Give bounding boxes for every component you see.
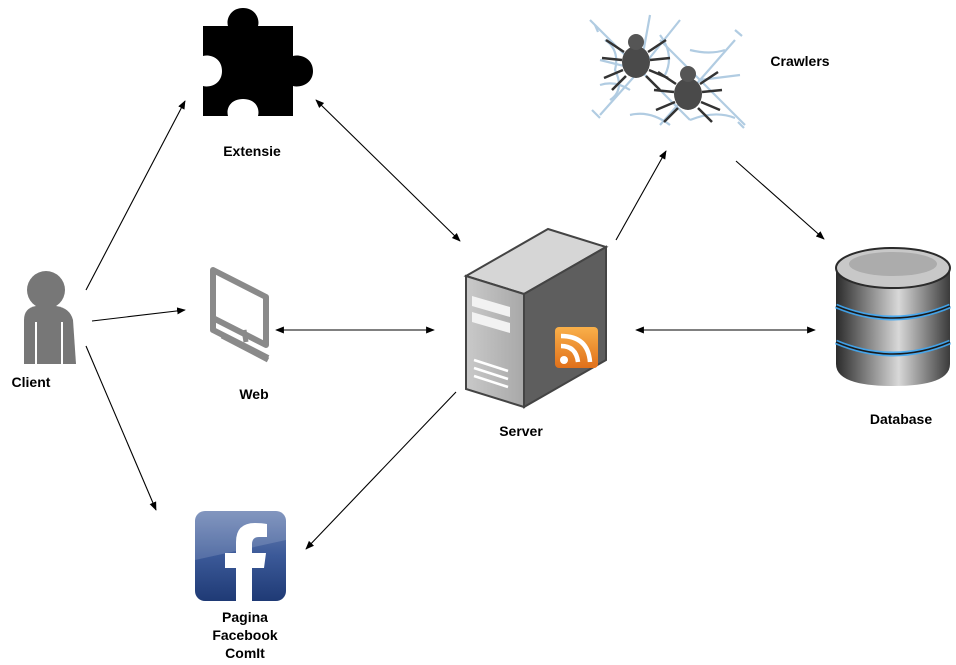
edge-server-facebook [305, 391, 457, 550]
spider-web-icon [589, 14, 746, 129]
extensie-label: Extensie [223, 143, 281, 159]
client-label: Client [11, 374, 51, 390]
computer-monitor-icon [210, 267, 270, 363]
edge-client-web [91, 307, 186, 322]
facebook-label-line-1: Pagina [222, 609, 268, 625]
edge-client-facebook [85, 345, 157, 511]
facebook-icon [195, 511, 286, 601]
crawlers-label: Crawlers [770, 53, 830, 69]
puzzle-piece-icon [203, 8, 313, 116]
facebook-label-line-2: Facebook [212, 627, 278, 643]
server-label: Server [499, 423, 543, 439]
web-label: Web [239, 386, 269, 402]
rss-icon [555, 327, 598, 368]
spider-1 [601, 34, 671, 91]
user-icon [24, 271, 76, 364]
edge-crawlers-database [735, 160, 825, 240]
edge-client-extensie [85, 100, 186, 291]
database-icon [835, 247, 951, 386]
edge-server-crawlers [615, 150, 667, 241]
edges [85, 99, 825, 550]
facebook-label: Pagina Facebook ComIt [206, 608, 284, 662]
spider-2 [653, 66, 723, 123]
server-rss-icon [463, 227, 609, 409]
database-label: Database [869, 411, 933, 427]
facebook-label-line-3: ComIt [225, 645, 265, 661]
edge-extensie-server [315, 99, 461, 242]
